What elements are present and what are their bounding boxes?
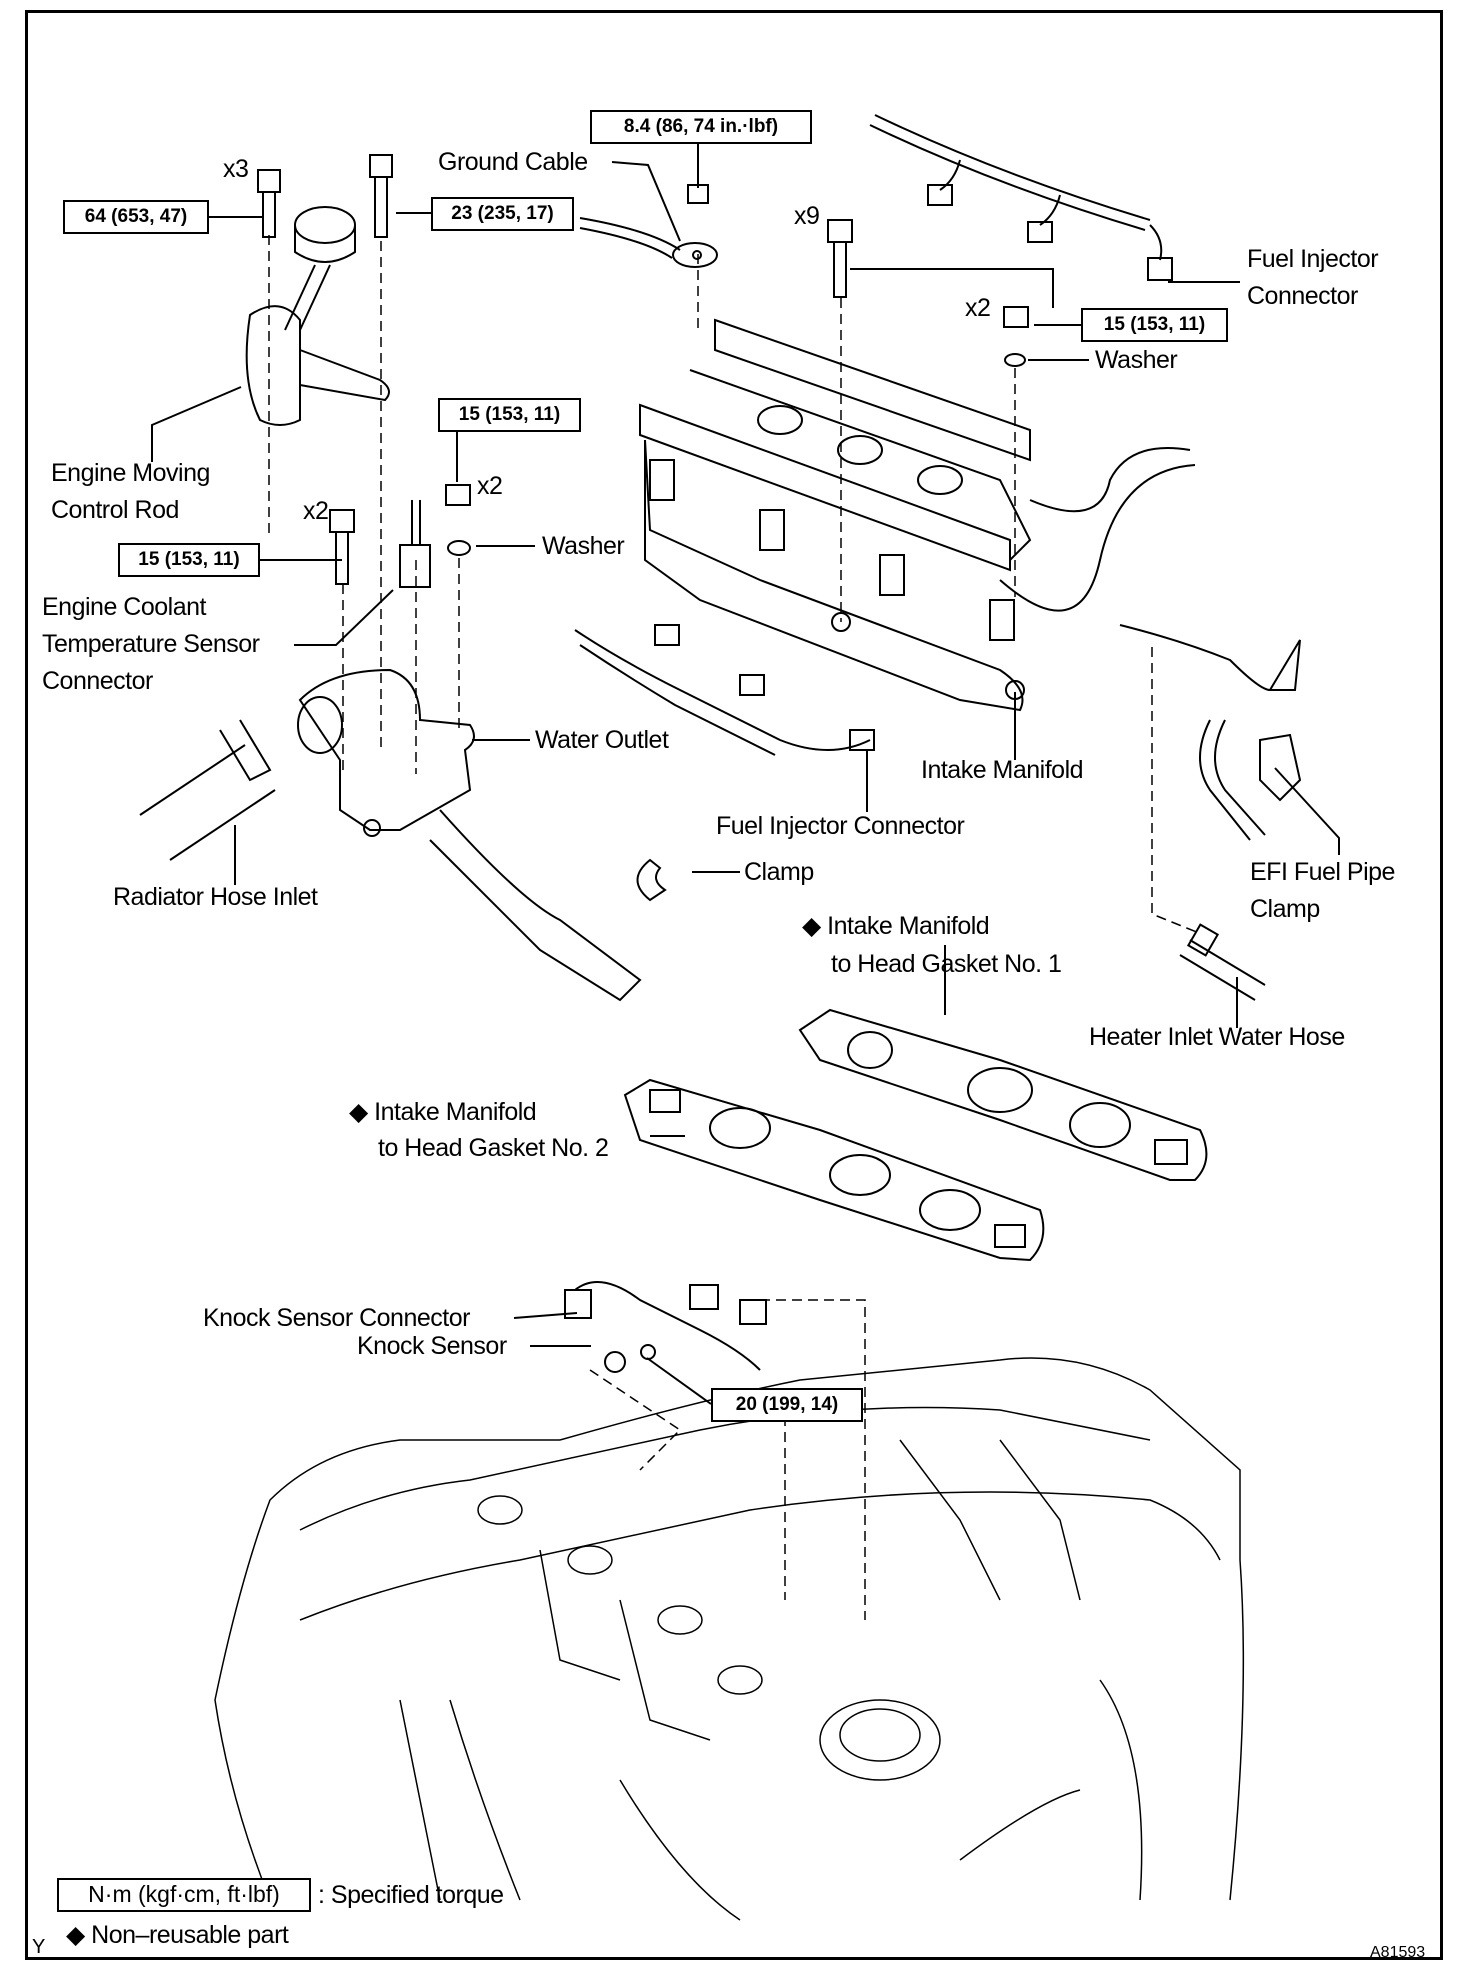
label-fuel-injector-connector-line2: Connector — [1247, 282, 1358, 310]
gasket-no-1-part — [798, 1008, 1208, 1181]
label-fuel-injector-connector-lower: Fuel Injector Connector — [716, 812, 965, 840]
quantity-x2-water-nut: x2 — [477, 472, 503, 500]
quantity-x9: x9 — [794, 202, 820, 230]
label-clamp: Clamp — [744, 858, 814, 886]
label-washer-top: Washer — [1095, 346, 1178, 374]
water-outlet-part — [297, 668, 642, 1002]
heater-inlet-water-hose-part — [1179, 923, 1266, 1001]
label-heater-inlet-water-hose: Heater Inlet Water Hose — [1089, 1023, 1345, 1051]
label-ect-line3: Connector — [42, 667, 153, 695]
label-gasket1-line2: to Head Gasket No. 1 — [831, 950, 1062, 978]
alignment-dashed-lines — [268, 235, 1200, 1620]
diagram-frame — [25, 10, 1443, 1960]
intake-manifold-part — [639, 318, 1301, 712]
torque-spec-intake-manifold: 15 (153, 11) — [1081, 308, 1228, 342]
quantity-x3: x3 — [223, 155, 249, 183]
label-washer-mid: Washer — [542, 532, 625, 560]
corner-mark: Y — [32, 1936, 46, 1958]
label-ground-cable: Ground Cable — [438, 148, 588, 176]
quantity-x2-nuts: x2 — [965, 294, 991, 322]
label-engine-moving-line2: Control Rod — [51, 496, 179, 524]
label-gasket1-line1: ◆ Intake Manifold — [802, 912, 990, 940]
gasket-no-2-part — [623, 1078, 1045, 1262]
radiator-hose-inlet-part — [139, 719, 276, 861]
torque-spec-ground-cable: 8.4 (86, 74 in.·lbf) — [590, 110, 812, 144]
fuel-injector-wire-harness — [869, 114, 1173, 281]
legend-torque-desc: : Specified torque — [318, 1881, 504, 1909]
label-knock-sensor-connector: Knock Sensor Connector — [203, 1304, 470, 1332]
legend-non-reusable: ◆ Non–reusable part — [66, 1921, 289, 1949]
label-water-outlet: Water Outlet — [535, 726, 669, 754]
torque-spec-water-outlet-bolt: 15 (153, 11) — [118, 543, 260, 577]
torque-spec-engine-rod-bolt: 64 (653, 47) — [63, 200, 209, 234]
fuel-injector-connector-part — [574, 624, 875, 756]
engine-moving-control-rod — [245, 206, 390, 426]
torque-spec-knock-sensor: 20 (199, 14) — [711, 1388, 863, 1422]
label-efi-line2: Clamp — [1250, 895, 1320, 923]
leader-lines — [151, 143, 1340, 1405]
label-knock-sensor: Knock Sensor — [357, 1332, 507, 1360]
engine-block-part — [214, 1357, 1245, 1921]
label-radiator-hose-inlet: Radiator Hose Inlet — [113, 883, 318, 911]
quantity-x2-water-bolt: x2 — [303, 497, 329, 525]
fasteners — [257, 154, 1029, 588]
label-ect-line1: Engine Coolant — [42, 593, 206, 621]
label-gasket2-line1: ◆ Intake Manifold — [349, 1098, 537, 1126]
label-engine-moving-line1: Engine Moving — [51, 459, 210, 487]
legend-torque-unit-box: N·m (kgf·cm, ft·lbf) — [57, 1878, 311, 1912]
figure-id: A81593 — [1370, 1944, 1426, 1961]
ground-cable — [579, 217, 718, 268]
knock-sensor-harness-part — [564, 1281, 767, 1373]
torque-spec-water-outlet-nut: 15 (153, 11) — [438, 398, 581, 432]
torque-spec-engine-rod-long-bolt: 23 (235, 17) — [431, 197, 574, 231]
efi-fuel-pipe-clamp-part — [1199, 719, 1302, 841]
label-intake-manifold: Intake Manifold — [921, 756, 1084, 784]
label-fuel-injector-connector-line1: Fuel Injector — [1247, 245, 1379, 273]
clamp-part — [636, 858, 667, 902]
label-gasket2-line2: to Head Gasket No. 2 — [378, 1134, 609, 1162]
label-ect-line2: Temperature Sensor — [42, 630, 260, 658]
label-efi-line1: EFI Fuel Pipe — [1250, 858, 1395, 886]
